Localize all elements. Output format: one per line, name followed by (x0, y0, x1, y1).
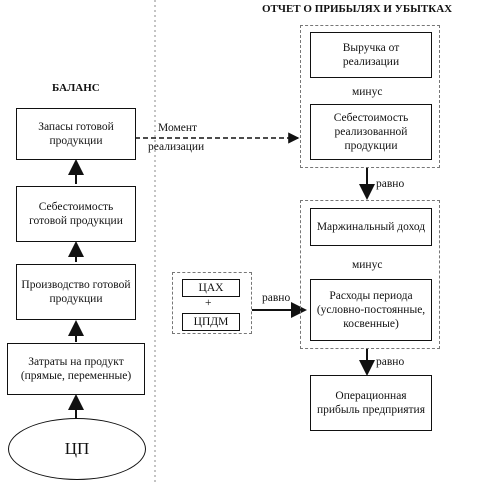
center-cah-box: ЦАХ (182, 279, 240, 297)
plus-sign: + (205, 297, 212, 309)
finished-goods-stock-box: Запасы готовой продукции (16, 108, 136, 160)
equals-label-2: равно (376, 356, 405, 368)
revenue-box: Выручка от реализации (310, 32, 432, 78)
moment-label-line2: реализации (148, 141, 205, 153)
centers-group (172, 272, 252, 334)
revenue-group (300, 25, 440, 168)
minus-label-1: минус (352, 86, 383, 98)
product-costs-box: Затраты на продукт (прямые, переменные) (7, 343, 145, 395)
balance-title: БАЛАНС (52, 82, 100, 94)
cost-center-ellipse: ЦП (8, 418, 146, 480)
report-title: ОТЧЕТ О ПРИБЫЛЯХ И УБЫТКАХ (262, 3, 453, 15)
equals-label-1: равно (376, 178, 405, 190)
equals-label-centers: равно (262, 292, 291, 304)
production-box: Производство готовой продукции (16, 264, 136, 320)
minus-label-2: минус (352, 259, 383, 271)
center-cpdm-box: ЦПДМ (182, 313, 240, 331)
finished-goods-cost-box: Себестоимость готовой продукции (16, 186, 136, 242)
operating-profit-box: Операционная прибыль предприятия (310, 375, 432, 431)
moment-label-line1: Момент (158, 122, 198, 134)
margin-group (300, 200, 440, 349)
margin-box: Маржинальный доход (310, 208, 432, 246)
period-costs-box: Расходы периода (условно-постоянные, кос… (310, 279, 432, 341)
cogs-box: Себестоимость реализованной продукции (310, 104, 432, 160)
